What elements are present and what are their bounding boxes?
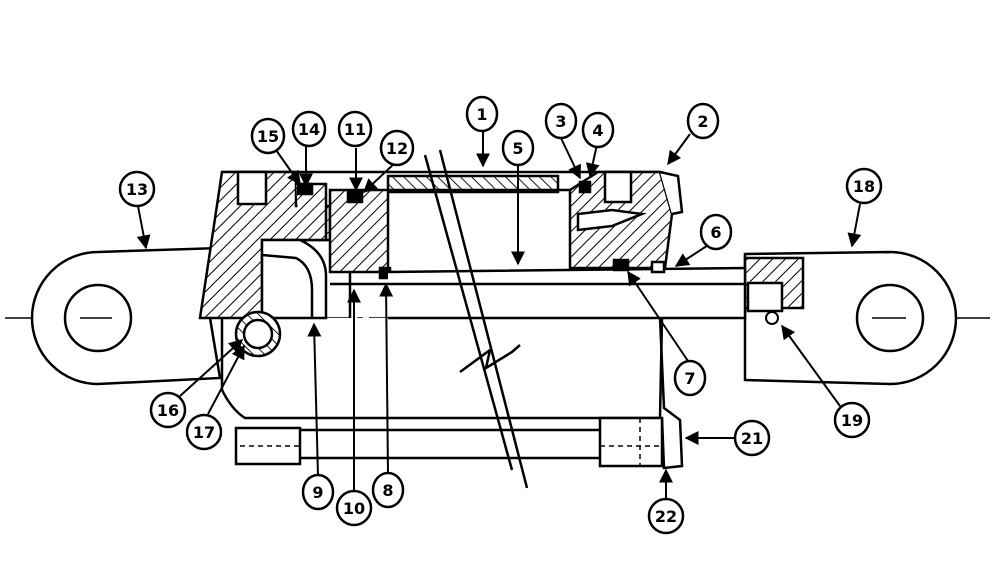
svg-text:21: 21 xyxy=(741,429,763,448)
svg-text:16: 16 xyxy=(157,401,179,420)
callout-12: 12 xyxy=(379,129,415,167)
svg-text:13: 13 xyxy=(126,180,148,199)
callout-14: 14 xyxy=(291,110,327,148)
callout-22: 22 xyxy=(647,497,685,535)
cylinder-barrel xyxy=(198,170,747,470)
callout-18: 18 xyxy=(845,167,883,205)
svg-text:19: 19 xyxy=(841,411,863,430)
callout-17: 17 xyxy=(185,413,223,451)
svg-text:17: 17 xyxy=(193,423,215,442)
callout-13: 13 xyxy=(118,170,156,208)
callout-6: 6 xyxy=(699,213,733,251)
svg-text:15: 15 xyxy=(257,127,279,146)
callout-4: 4 xyxy=(581,111,615,149)
leader-lines xyxy=(136,132,862,498)
svg-text:11: 11 xyxy=(344,120,366,139)
svg-text:9: 9 xyxy=(312,483,323,502)
callout-19: 19 xyxy=(833,401,871,439)
break-lines xyxy=(423,149,529,489)
svg-text:6: 6 xyxy=(710,223,721,242)
callout-8: 8 xyxy=(371,471,405,509)
svg-text:3: 3 xyxy=(555,112,566,131)
svg-text:18: 18 xyxy=(853,177,875,196)
callout-3: 3 xyxy=(544,102,578,140)
svg-text:4: 4 xyxy=(592,121,603,140)
callout-16: 16 xyxy=(149,391,187,429)
svg-text:10: 10 xyxy=(343,499,365,518)
svg-text:22: 22 xyxy=(655,507,677,526)
svg-text:8: 8 xyxy=(382,481,393,500)
callout-21: 21 xyxy=(733,419,771,457)
svg-text:14: 14 xyxy=(298,120,320,139)
callout-5: 5 xyxy=(501,129,535,167)
right-clevis xyxy=(743,250,958,386)
callout-15: 15 xyxy=(250,117,286,155)
svg-text:7: 7 xyxy=(684,369,695,388)
callout-7: 7 xyxy=(673,359,707,397)
svg-text:5: 5 xyxy=(512,139,523,158)
svg-text:12: 12 xyxy=(386,139,408,158)
callout-10: 10 xyxy=(335,489,373,527)
callout-9: 9 xyxy=(301,473,335,511)
svg-text:1: 1 xyxy=(476,105,487,124)
svg-text:2: 2 xyxy=(697,112,708,131)
left-clevis xyxy=(30,246,222,386)
callout-11: 11 xyxy=(337,110,373,148)
callout-1: 1 xyxy=(465,95,499,133)
callout-2: 2 xyxy=(686,102,720,140)
